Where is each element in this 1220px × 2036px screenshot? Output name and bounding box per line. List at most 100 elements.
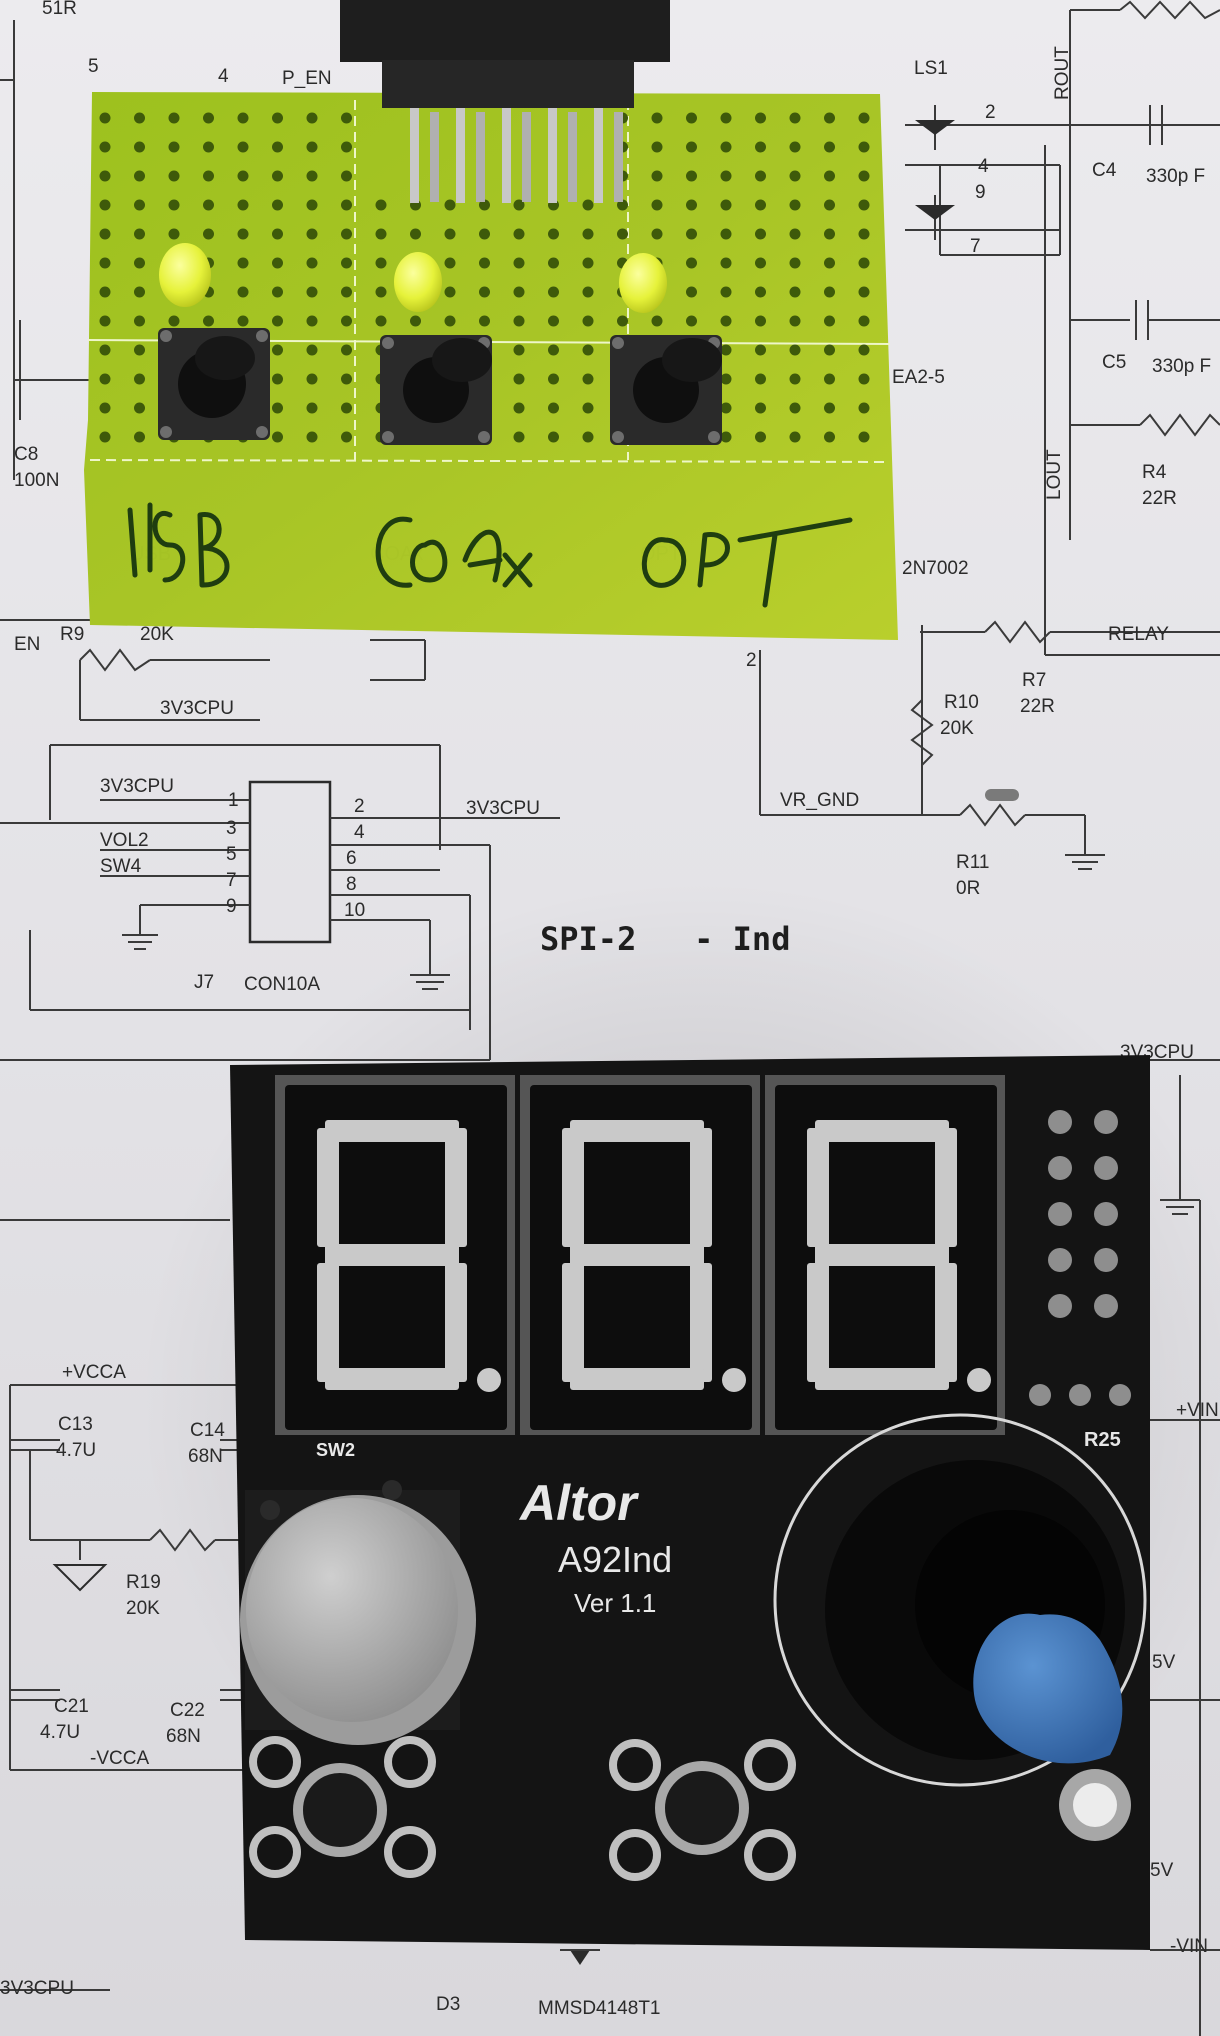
header-hole bbox=[1048, 1156, 1072, 1180]
perfboard-pad bbox=[858, 112, 870, 124]
perfboard-pad bbox=[548, 257, 559, 269]
perfboard-pad bbox=[858, 431, 870, 443]
perfboard-pad bbox=[651, 170, 663, 182]
seven-segment-digit bbox=[765, 1075, 1005, 1435]
perfboard-pad bbox=[720, 315, 732, 327]
perfboard-pad bbox=[134, 170, 145, 182]
header-pin bbox=[410, 108, 419, 203]
seven-segment-display-group bbox=[275, 1075, 1005, 1435]
header-pin bbox=[502, 108, 511, 203]
perfboard-pad bbox=[582, 315, 594, 327]
perfboard-pad bbox=[858, 344, 870, 356]
perfboard-pad bbox=[272, 402, 283, 414]
label-5v-b: 5V bbox=[1150, 1860, 1174, 1881]
label-ls1-pin2: 2 bbox=[985, 102, 996, 123]
header-connector-body bbox=[340, 0, 670, 62]
switch-usb-button[interactable] bbox=[158, 328, 270, 440]
label-r4: R4 bbox=[1142, 462, 1167, 483]
switch-coax-button[interactable] bbox=[380, 335, 492, 445]
label-c5: C5 bbox=[1102, 352, 1126, 373]
perfboard-pad bbox=[134, 286, 145, 298]
label-pin4b: 4 bbox=[354, 822, 365, 843]
label-pin2-vert: 2 bbox=[746, 650, 757, 671]
label-plus-vin: +VIN bbox=[1176, 1400, 1219, 1421]
perfboard-pad bbox=[203, 315, 214, 327]
perfboard-pad bbox=[306, 286, 318, 298]
brand-logo: Altor bbox=[518, 1475, 639, 1531]
perfboard-pad bbox=[548, 344, 559, 356]
sw2-push-button[interactable] bbox=[240, 1495, 476, 1745]
label-sw4: SW4 bbox=[100, 856, 142, 877]
perfboard-pad bbox=[168, 199, 180, 211]
perfboard-pad bbox=[858, 228, 870, 240]
perfboard-pad bbox=[306, 141, 318, 153]
handwritten-label-coax: COAx bbox=[370, 543, 423, 565]
perfboard-pad bbox=[444, 315, 456, 327]
label-vol2: VOL2 bbox=[100, 830, 149, 851]
label-ls1: LS1 bbox=[914, 58, 948, 79]
perfboard-pad bbox=[824, 373, 835, 385]
display-segment bbox=[690, 1263, 712, 1382]
label-r10-value: 20K bbox=[940, 718, 974, 739]
perfboard-pad bbox=[858, 141, 870, 153]
label-minus-vcca: -VCCA bbox=[90, 1748, 149, 1769]
label-pin3: 3 bbox=[226, 818, 237, 839]
perfboard-pad bbox=[686, 228, 697, 240]
display-decimal-point bbox=[722, 1368, 746, 1392]
label-c14-value: 68N bbox=[188, 1446, 223, 1467]
perfboard-pad bbox=[582, 286, 594, 298]
perfboard-pad bbox=[824, 402, 835, 414]
perfboard-pad bbox=[134, 373, 145, 385]
perfboard-pad bbox=[720, 286, 732, 298]
label-d3: D3 bbox=[436, 1994, 460, 2015]
seven-segment-digit bbox=[275, 1075, 515, 1435]
label-r11-value: 0R bbox=[956, 878, 980, 899]
perfboard-pad bbox=[686, 286, 697, 298]
perfboard-pad bbox=[306, 228, 318, 240]
header-pin bbox=[594, 108, 603, 203]
perfboard-pad bbox=[306, 431, 318, 443]
perfboard-pad bbox=[375, 286, 387, 298]
perfboard-pad bbox=[168, 112, 180, 124]
perfboard-pad bbox=[548, 286, 559, 298]
switch-opt-button[interactable] bbox=[610, 335, 722, 445]
perfboard-pad bbox=[99, 402, 111, 414]
label-ls1-pin4: 4 bbox=[978, 156, 989, 177]
potentiometer-silk-outline bbox=[773, 1413, 1147, 1787]
perfboard-pad bbox=[341, 373, 352, 385]
header-pin bbox=[522, 112, 531, 202]
perfboard-pad bbox=[306, 315, 318, 327]
perfboard-pad bbox=[755, 373, 766, 385]
perfboard-pad bbox=[824, 170, 835, 182]
perfboard-pad bbox=[237, 228, 249, 240]
perfboard-pad bbox=[513, 257, 525, 269]
perfboard-pad bbox=[203, 228, 214, 240]
perfboard-pad bbox=[513, 344, 525, 356]
label-51r: 51R bbox=[42, 0, 77, 19]
perfboard-pad bbox=[341, 199, 352, 211]
label-pin8: 8 bbox=[346, 874, 357, 895]
perfboard-pad bbox=[306, 170, 318, 182]
label-pin5: 5 bbox=[88, 56, 99, 77]
label-c21: C21 bbox=[54, 1696, 89, 1717]
perfboard-pad bbox=[824, 141, 835, 153]
handwriting-marker bbox=[127, 502, 853, 608]
display-segment bbox=[807, 1128, 829, 1247]
r25-label: R25 bbox=[1084, 1429, 1121, 1451]
perfboard-pad bbox=[651, 199, 663, 211]
label-rout: ROUT bbox=[1052, 46, 1073, 100]
perfboard-pad bbox=[858, 373, 870, 385]
display-segment bbox=[570, 1120, 704, 1142]
perfboard-pad bbox=[203, 141, 214, 153]
perfboard-pad bbox=[617, 315, 628, 327]
display-segment bbox=[325, 1368, 459, 1390]
perfboard-pad bbox=[272, 228, 283, 240]
perfboard-pad bbox=[444, 286, 456, 298]
perfboard-pad bbox=[720, 112, 732, 124]
display-segment bbox=[815, 1368, 949, 1390]
perfboard-pad bbox=[479, 286, 490, 298]
potentiometer-knob[interactable] bbox=[973, 1613, 1123, 1764]
perfboard-pad bbox=[272, 257, 283, 269]
